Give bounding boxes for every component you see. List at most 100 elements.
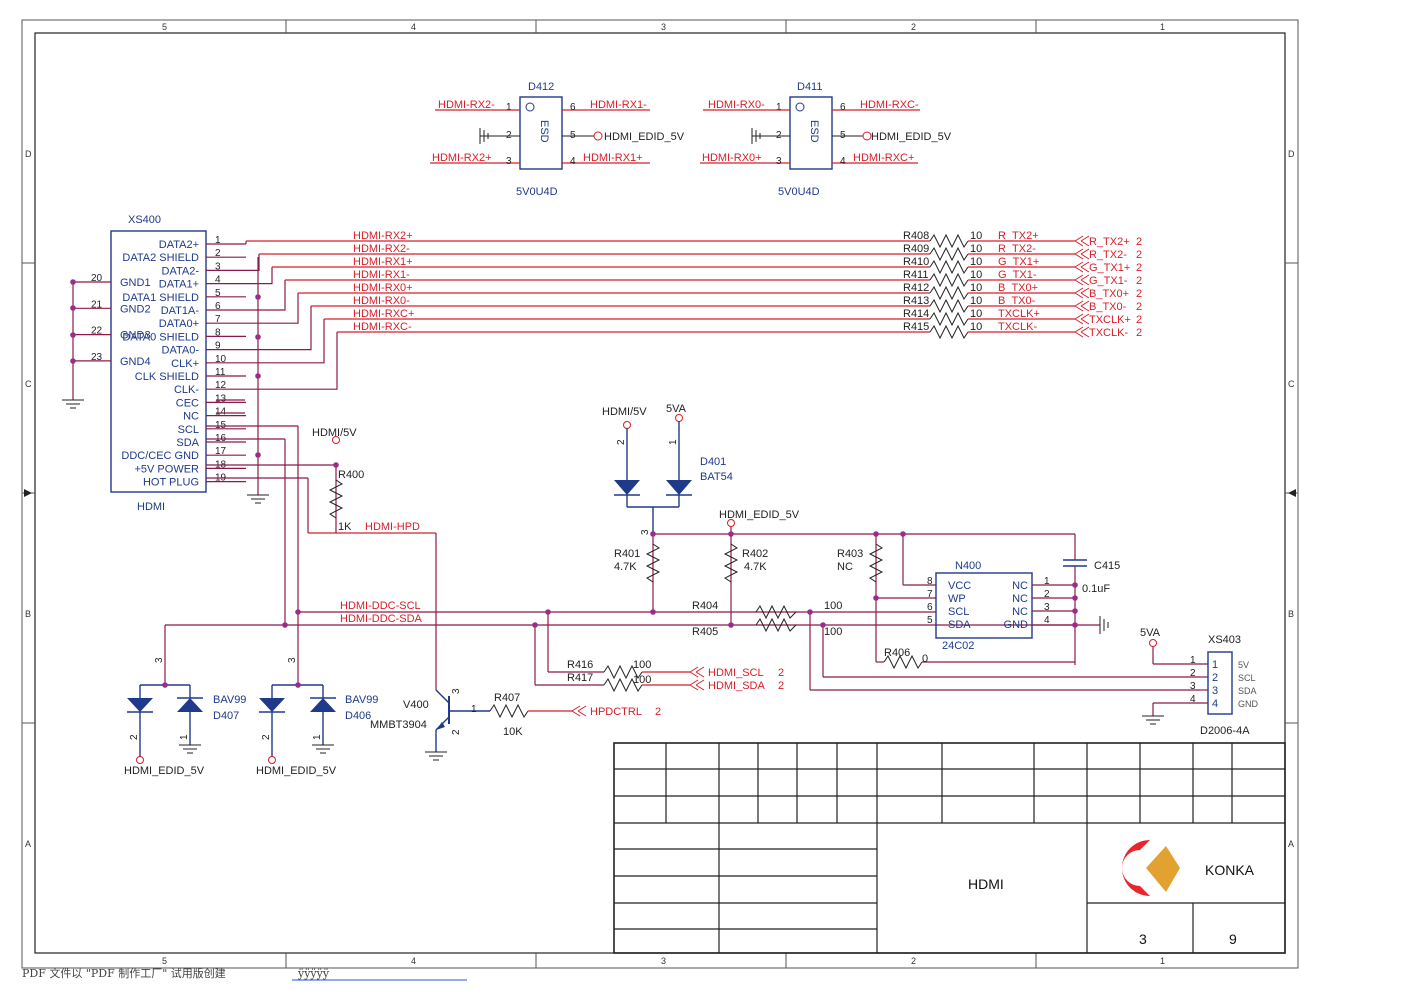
bus-jog: [246, 306, 312, 351]
d401-part: BAT54: [700, 471, 733, 483]
junction-dot: [162, 682, 168, 688]
bus-net-label: HDMI-RX1+: [353, 256, 413, 268]
bus-res-ref: R415: [903, 321, 929, 333]
d401-pin-3: 3: [640, 529, 651, 535]
edid-rail: HDMI_EDID_5V: [652, 509, 1087, 665]
connector-pin-num: 10: [215, 354, 227, 365]
n400-part: 24C02: [942, 640, 974, 652]
frame-col-top-0: 5: [162, 22, 167, 32]
n400-left-pin-name: SDA: [948, 619, 971, 631]
connector-pin-name: HOT PLUG: [143, 477, 199, 489]
bus-jog: [246, 254, 260, 271]
bus-resistor: [929, 233, 969, 249]
xs403-part: D2006-4A: [1200, 725, 1250, 737]
bus-res-ref: R411: [903, 269, 928, 281]
n400-right-pin-num: 2: [1044, 589, 1050, 600]
footer-text: PDF 文件以 "PDF 制作工厂" 试用版创建: [22, 966, 226, 980]
junction-dot: [70, 279, 76, 285]
ddc-scl-label: HDMI-DDC-SCL: [340, 600, 421, 612]
frame-col-bottom-0: 5: [162, 956, 167, 966]
d407-ref: D407: [213, 710, 239, 722]
esd-d411-pin-5: 5: [840, 130, 846, 141]
bus-res-ref: R410: [903, 256, 929, 268]
esd-d412-pin-3: 3: [506, 156, 512, 167]
esd-d412-net-4: HDMI-RX1+: [583, 152, 643, 164]
v400-pin-3: 3: [451, 688, 462, 694]
inner-frame: [34, 32, 1286, 954]
edid-rail-label: HDMI_EDID_5V: [719, 509, 800, 521]
n400-ref: N400: [955, 560, 981, 572]
bus-offpage-sheet: 2: [1136, 275, 1142, 287]
connector-pin-num: 12: [215, 380, 227, 391]
r401-ref: R401: [614, 548, 640, 560]
connector-pin-name: DATA2 SHIELD: [122, 252, 199, 264]
junction-dot: [255, 294, 261, 300]
esd-d411-net-5: HDMI_EDID_5V: [871, 131, 952, 143]
r402-ref: R402: [742, 548, 768, 560]
junction-dot: [873, 595, 879, 601]
r404-val: 100: [824, 600, 842, 612]
junction-dot: [532, 622, 538, 628]
hdmi-scl-label: HDMI_SCL: [708, 667, 764, 679]
bus-net-label: HDMI-RX2+: [353, 230, 413, 242]
r417-val: 100: [633, 674, 651, 686]
xs403-pin-num: 4: [1190, 694, 1196, 705]
esd-d411-net-4: HDMI-RXC+: [853, 152, 914, 164]
bus-res-val: 10: [970, 243, 982, 255]
title-block: HDMI KONKA 3 9: [613, 742, 1286, 954]
connector-pin-num: 1: [215, 235, 221, 246]
connector-pin-name: +5V POWER: [135, 463, 200, 475]
bus-resistor: [929, 298, 969, 314]
bus-offpage-icon: [1074, 300, 1090, 312]
r406-val: 0: [922, 653, 928, 665]
bus-offpage-label: B_TX0+: [1089, 288, 1129, 300]
xs403-pin-name: SDA: [1238, 686, 1257, 696]
connector-pin-name: DATA0 SHIELD: [122, 331, 199, 343]
bus-res-ref: R413: [903, 295, 929, 307]
frame-col-top-1: 4: [411, 22, 416, 32]
frame-row-right-1: C: [1288, 379, 1295, 389]
footer-link[interactable]: ÿÿÿÿÿ: [297, 967, 330, 980]
title-block-title: HDMI: [968, 876, 1004, 892]
esd-d411-pin-4: 4: [840, 156, 846, 167]
n400-right-pin-name: NC: [1012, 606, 1028, 618]
connector-name: HDMI: [137, 501, 165, 513]
junction-dot: [873, 531, 879, 537]
v400-part: MMBT3904: [370, 719, 427, 731]
xs403-pin-name: GND: [1238, 699, 1259, 709]
bus-out-label: R_TX2-: [998, 243, 1036, 255]
frame-row-left-2: B: [25, 609, 31, 619]
connector-gnd-name: GND4: [120, 356, 151, 368]
connector-ref: XS400: [128, 214, 161, 226]
esd-d411-pin-6: 6: [840, 102, 846, 113]
xs403-pin-index: 2: [1212, 672, 1218, 684]
bus-offpage-sheet: 2: [1136, 249, 1142, 261]
connector-ground-icon: [62, 399, 84, 409]
bus-net-label: HDMI-RX0+: [353, 282, 413, 294]
connector-gnd-name: GND1: [120, 277, 151, 289]
d407-net: HDMI_EDID_5V: [124, 765, 205, 777]
ddc-bus: HDMI-DDC-SCL HDMI-DDC-SDA R404 100 R405 …: [165, 597, 1200, 693]
title-block-total: 9: [1229, 931, 1237, 947]
connector-pin-num: 7: [215, 314, 221, 325]
bus-out-label: TXCLK-: [998, 321, 1037, 333]
esd-d412-ref: D412: [528, 81, 554, 93]
esd-d412-pin-2: 2: [506, 130, 512, 141]
connector-pin-name: DAT1A-: [161, 305, 200, 317]
esd-d412-net-6: HDMI-RX1-: [590, 99, 647, 111]
frame-row-left-1: C: [25, 379, 32, 389]
connector-pin-name: DATA0+: [159, 318, 199, 330]
n400-right-pin-name: GND: [1004, 619, 1029, 631]
d401-pin-2: 2: [616, 439, 627, 445]
bus-res-ref: R414: [903, 308, 929, 320]
r405-ref: R405: [692, 626, 718, 638]
junction-dot: [650, 531, 656, 537]
5va-label-d401: 5VA: [666, 403, 687, 415]
junction-dot: [1072, 622, 1078, 628]
connector-gnd-num: 21: [91, 299, 103, 310]
connector-pin-num: 13: [215, 393, 227, 404]
